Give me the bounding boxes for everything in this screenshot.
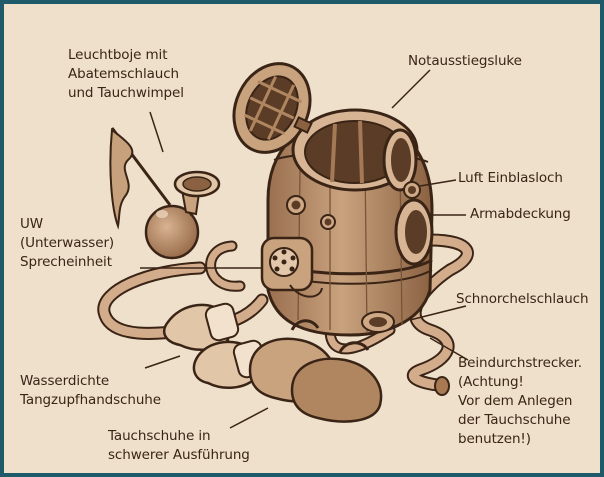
label-line: Tauchschuhe in (108, 427, 250, 446)
label-line: und Tauchwimpel (68, 84, 184, 103)
label-line: Luft Einblasloch (458, 169, 563, 188)
label-line: Abatemschlauch (68, 65, 184, 84)
label-notausstiegsluke: Notausstiegsluke (408, 52, 522, 71)
label-line: schwerer Ausführung (108, 446, 250, 465)
label-armabdeckung: Armabdeckung (470, 205, 571, 224)
label-line: Vor dem Anlegen (458, 392, 582, 411)
label-line: Leuchtboje mit (68, 46, 184, 65)
label-line: benutzen!) (458, 430, 582, 449)
label-line: Notausstiegsluke (408, 52, 522, 71)
label-line: UW (20, 215, 114, 234)
label-line: Sprecheinheit (20, 253, 114, 272)
label-line: der Tauchschuhe (458, 411, 582, 430)
label-line: Wasserdichte (20, 372, 161, 391)
label-uw-sprecheinheit: UW (Unterwasser) Sprecheinheit (20, 215, 114, 272)
label-line: Beindurchstrecker. (458, 354, 582, 373)
label-tauchschuhe: Tauchschuhe in schwerer Ausführung (108, 427, 250, 465)
label-line: Schnorchelschlauch (456, 290, 588, 309)
label-leuchtboje: Leuchtboje mit Abatemschlauch und Tauchw… (68, 46, 184, 103)
label-line: (Unterwasser) (20, 234, 114, 253)
label-line: Tangzupfhandschuhe (20, 391, 161, 410)
label-luft-einblasloch: Luft Einblasloch (458, 169, 563, 188)
label-line: Armabdeckung (470, 205, 571, 224)
label-schnorchelschlauch: Schnorchelschlauch (456, 290, 588, 309)
label-line: (Achtung! (458, 373, 582, 392)
label-handschuhe: Wasserdichte Tangzupfhandschuhe (20, 372, 161, 410)
label-beindurchstrecker: Beindurchstrecker. (Achtung! Vor dem Anl… (458, 354, 582, 449)
buoy-with-flag (110, 128, 219, 258)
